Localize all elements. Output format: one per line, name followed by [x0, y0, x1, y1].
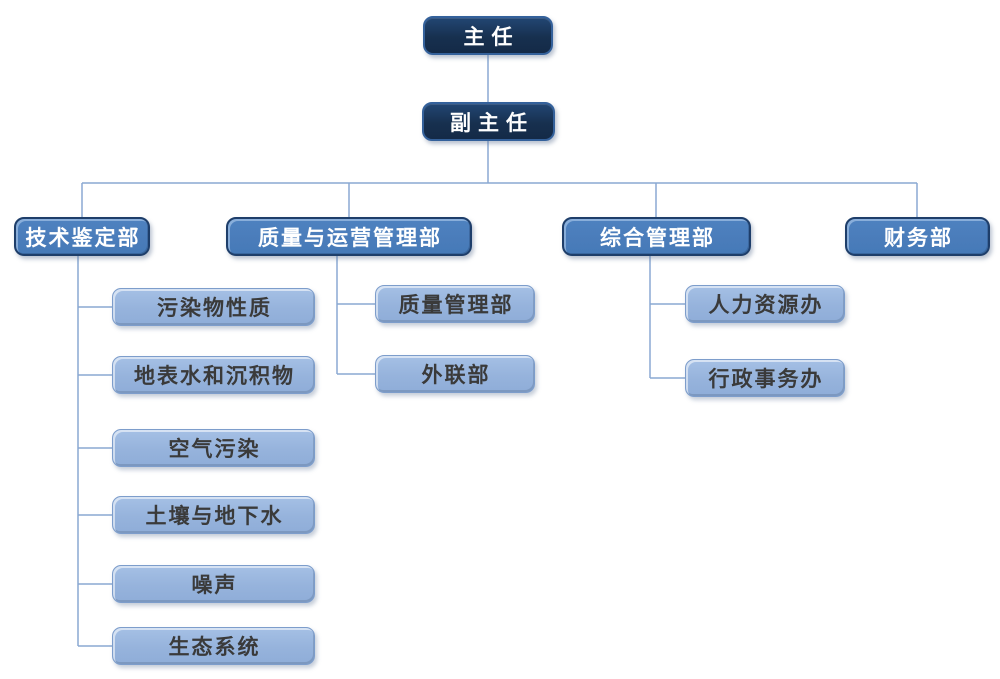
- org-node-unit-air-pollution: 空气污染: [112, 429, 315, 467]
- org-node-unit-quality-management: 质量管理部: [375, 285, 535, 323]
- org-node-deputy-director: 副主任: [422, 102, 555, 141]
- org-node-unit-surface-water-sediment: 地表水和沉积物: [112, 356, 315, 394]
- org-node-unit-pollutant-properties: 污染物性质: [112, 288, 315, 326]
- org-node-unit-noise: 噪声: [112, 565, 315, 603]
- org-node-unit-external-liaison: 外联部: [375, 355, 535, 393]
- org-node-dept-quality-operations: 质量与运营管理部: [226, 217, 472, 256]
- org-node-unit-admin-affairs: 行政事务办: [685, 359, 845, 397]
- org-node-unit-human-resources: 人力资源办: [685, 285, 845, 323]
- org-node-dept-technical-appraisal: 技术鉴定部: [14, 217, 150, 256]
- org-node-dept-general-management: 综合管理部: [562, 217, 751, 256]
- org-node-unit-soil-groundwater: 土壤与地下水: [112, 496, 315, 534]
- org-node-unit-ecosystem: 生态系统: [112, 627, 315, 665]
- org-node-dept-finance: 财务部: [845, 217, 990, 256]
- org-node-director: 主任: [423, 16, 553, 55]
